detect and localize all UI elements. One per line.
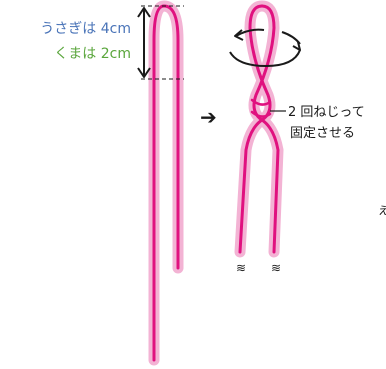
- rotation-arc-back-right: [281, 31, 301, 45]
- folded-cord: [148, 0, 184, 366]
- cut-mark-left-icon: ≋: [236, 261, 246, 275]
- twisted-cord: [234, 0, 284, 258]
- rotation-arc-back: [235, 28, 265, 37]
- twist-caption-line2: 固定させる: [290, 126, 355, 141]
- rotation-arrowhead-left-icon: [234, 29, 244, 41]
- twisted-cord-line-b: [252, 4, 280, 254]
- cut-mark-right-icon: ≋: [271, 261, 281, 275]
- rotation-arc-front: [229, 49, 301, 68]
- rotation-arrowhead-right-icon: [292, 41, 301, 51]
- step-arrow-icon: ➔: [200, 105, 217, 129]
- twist-caption-line1: 2 回ねじって: [288, 105, 365, 120]
- twisted-cord-line-a: [238, 4, 272, 254]
- clipped-edge-text: ぇ: [377, 203, 386, 218]
- twist-detail: [250, 98, 272, 118]
- bear-length-label: くまは 2cm: [54, 46, 131, 62]
- measure-arrow-up-icon: [137, 7, 151, 18]
- length-indicator: [137, 5, 184, 80]
- rabbit-length-label: うさぎは 4cm: [40, 21, 131, 37]
- folded-cord-halo: [148, 0, 184, 366]
- rotation-arrows-icon: [229, 28, 301, 68]
- measure-arrow-down-icon: [137, 67, 151, 78]
